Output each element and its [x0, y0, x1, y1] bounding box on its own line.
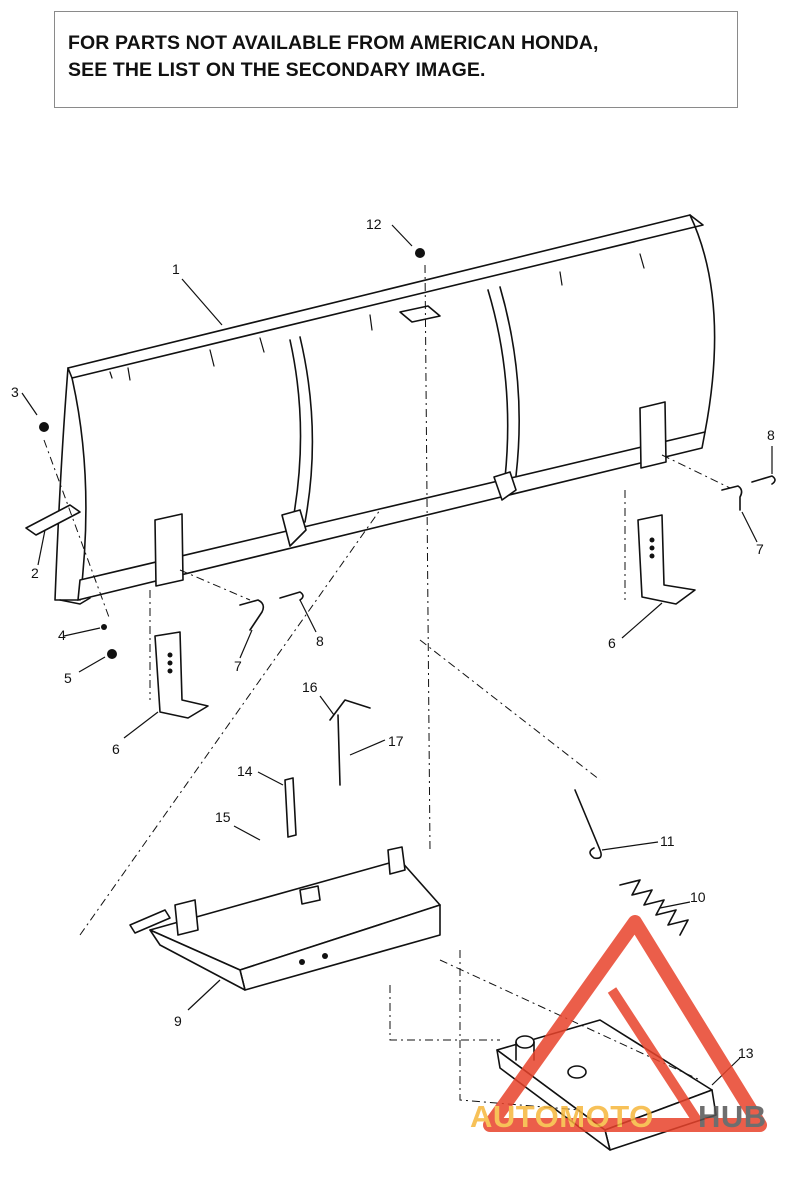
- callout-9: 9: [174, 1013, 182, 1029]
- callout-2: 2: [31, 565, 39, 581]
- callout-13: 13: [738, 1045, 754, 1061]
- assembly-lines: [43, 264, 731, 1111]
- part-11-link: [574, 789, 602, 860]
- part-12-dot: [415, 248, 425, 258]
- watermark-logo: AUTOMOTO HUB: [470, 915, 767, 1134]
- callout-14: 14: [237, 763, 253, 779]
- watermark-text-automoto: AUTOMOTO: [470, 1099, 654, 1134]
- leader-lines: [21, 224, 773, 1086]
- part-14-pin: [284, 777, 297, 838]
- callout-1: 1: [172, 261, 180, 277]
- callout-11: 11: [660, 833, 675, 849]
- callout-4: 4: [58, 627, 66, 643]
- part-8-clip-right: [751, 475, 776, 485]
- part-6-shoe-left: [154, 631, 209, 719]
- part-7-pin-left: [239, 599, 265, 631]
- callout-labels: 1 2 3 4 5 6 6 7 7 8 8 9 10 11 12 13 14 1…: [11, 216, 775, 1061]
- notice-line-2: SEE THE LIST ON THE SECONDARY IMAGE.: [68, 59, 486, 81]
- watermark-text-hub: HUB: [698, 1099, 767, 1134]
- callout-16: 16: [302, 679, 318, 695]
- callout-5: 5: [64, 670, 72, 686]
- part-5-dot: [107, 649, 117, 659]
- plow-blade: [54, 214, 716, 605]
- callout-17: 17: [388, 733, 404, 749]
- callout-7-right: 7: [756, 541, 764, 557]
- part-7-pin-right: [721, 485, 743, 511]
- callout-8-left: 8: [316, 633, 324, 649]
- callout-15: 15: [215, 809, 231, 825]
- callout-12: 12: [366, 216, 382, 232]
- watermark-triangle-icon: [483, 915, 767, 1132]
- part-10-spring: [619, 879, 689, 936]
- callout-7-left: 7: [234, 658, 242, 674]
- part-8-clip-left: [279, 591, 304, 601]
- callout-6-right: 6: [608, 635, 616, 651]
- part-3-dot: [39, 422, 49, 432]
- callout-8-right: 8: [767, 427, 775, 443]
- hardware-dots: [39, 248, 655, 965]
- blade-brackets: [154, 401, 667, 587]
- callout-3: 3: [11, 384, 19, 400]
- part-9-hitch-frame: [129, 846, 441, 991]
- part-2-bracket: [25, 504, 81, 536]
- callout-10: 10: [690, 889, 706, 905]
- notice-box: FOR PARTS NOT AVAILABLE FROM AMERICAN HO…: [54, 11, 738, 108]
- part-16-pin: [329, 699, 371, 786]
- callout-6-left: 6: [112, 741, 120, 757]
- part-4-dot: [101, 624, 107, 630]
- part-6-shoe-right: [637, 514, 696, 605]
- notice-line-1: FOR PARTS NOT AVAILABLE FROM AMERICAN HO…: [68, 32, 599, 54]
